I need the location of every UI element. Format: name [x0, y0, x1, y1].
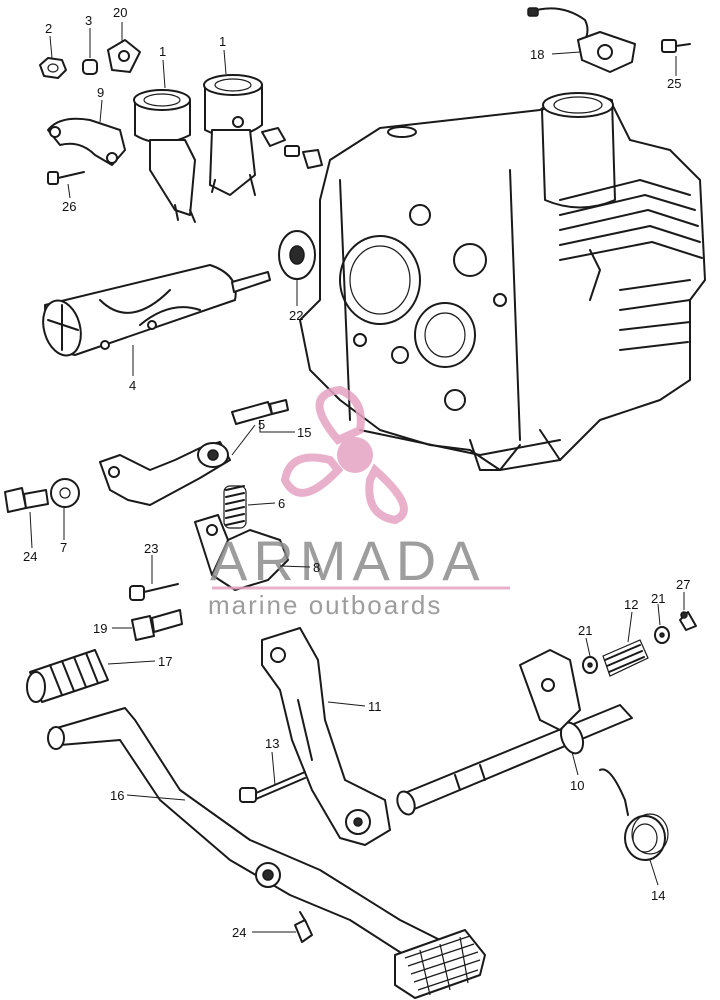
callout-24: 24: [232, 925, 246, 940]
callout-17: 17: [158, 654, 172, 669]
bolt-23: [129, 583, 179, 601]
callout-15: 15: [297, 425, 311, 440]
shift-arm-5: [99, 441, 231, 506]
callout-numbers: 1 1 2 3 20 9 26 22 4 18 25 15 5 6 24 7 2…: [23, 5, 690, 940]
callout-22: 22: [289, 308, 303, 323]
callout-26: 26: [62, 199, 76, 214]
bolt-13: [239, 771, 306, 803]
washer-7: [50, 478, 80, 508]
shift-drum: [42, 264, 271, 357]
callout-7: 7: [60, 540, 67, 555]
rubber-17: [26, 649, 109, 703]
stopper-plate-9: [47, 117, 126, 166]
bolt-19: [131, 609, 183, 641]
neutral-switch: [527, 7, 636, 73]
nut-2: [39, 57, 67, 79]
callout-12: 12: [624, 597, 638, 612]
washer-21-right: [654, 626, 670, 644]
bearing-22: [278, 230, 316, 280]
spring-12: [602, 639, 649, 677]
callout-21: 21: [578, 623, 592, 638]
stopper-arm-8: [194, 514, 289, 591]
shift-fork-right: [203, 74, 263, 196]
spring-6: [223, 485, 247, 529]
crankcase-assembly: [299, 92, 706, 471]
bolt-24-lower: [294, 911, 313, 943]
bolt-24-upper: [4, 487, 49, 513]
washer-21-left: [582, 656, 598, 674]
callout-9: 9: [97, 85, 104, 100]
plate-20: [107, 39, 141, 73]
collar-3: [82, 59, 98, 75]
leader-lines: [29, 22, 685, 933]
callout-21: 21: [651, 591, 665, 606]
callout-24: 24: [23, 549, 37, 564]
callout-13: 13: [265, 736, 279, 751]
callout-25: 25: [667, 76, 681, 91]
callout-2: 2: [45, 21, 52, 36]
pin-15: [231, 399, 289, 425]
callout-14: 14: [651, 888, 665, 903]
watermark-brand: ARMADA: [210, 529, 486, 592]
callout-5: 5: [258, 417, 265, 432]
case-bolt: [261, 127, 323, 169]
propeller-logo-icon: [280, 385, 408, 525]
screw-25: [661, 39, 691, 53]
kick-pedal-16: [47, 707, 486, 999]
callout-1: 1: [219, 34, 226, 49]
callout-4: 4: [129, 378, 136, 393]
armada-watermark: ARMADA marine outboards: [208, 385, 510, 620]
callout-16: 16: [110, 788, 124, 803]
callout-23: 23: [144, 541, 158, 556]
watermark-tagline: marine outboards: [208, 590, 442, 620]
callout-27: 27: [676, 577, 690, 592]
callout-6: 6: [278, 496, 285, 511]
callout-20: 20: [113, 5, 127, 20]
callout-10: 10: [570, 778, 584, 793]
shift-fork-left: [133, 89, 196, 223]
callout-11: 11: [368, 699, 382, 714]
return-spring-14: [599, 768, 669, 861]
ratchet-arm-11: [261, 627, 391, 846]
callout-1: 1: [159, 44, 166, 59]
clip-27: [679, 611, 697, 631]
callout-19: 19: [93, 621, 107, 636]
callout-3: 3: [85, 13, 92, 28]
callout-8: 8: [313, 560, 320, 575]
bolt-26: [47, 171, 85, 185]
callout-18: 18: [530, 47, 544, 62]
kick-shaft-10: [396, 649, 633, 816]
